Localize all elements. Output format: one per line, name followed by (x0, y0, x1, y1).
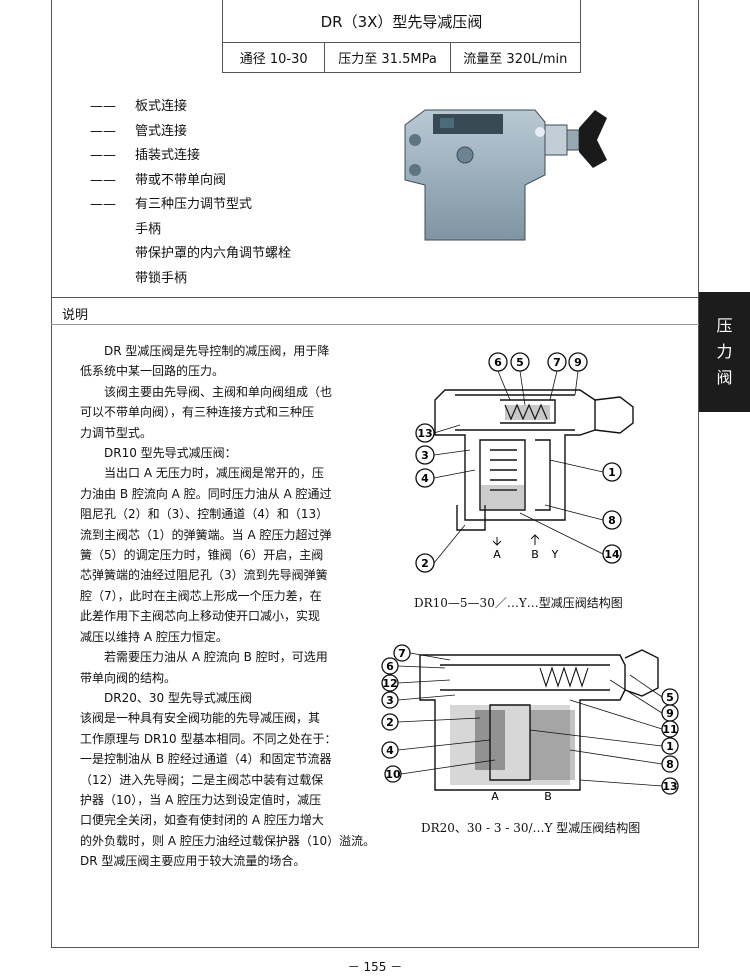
description-text: DR 型减压阀是先导控制的减压阀，用于降 低系统中某一回路的压力。 该阀主要由先… (80, 341, 376, 872)
callout-label: 8 (608, 514, 616, 527)
dr20-section-diagram: 7 6 12 3 2 4 10 5 9 11 1 8 13 A B (381, 644, 679, 803)
callout-label: 9 (666, 707, 674, 720)
callout-label: 8 (666, 758, 674, 771)
text-line: 低系统中某一回路的压力。 (80, 364, 225, 379)
callouts: 6 5 7 9 13 3 4 1 8 2 14 (415, 352, 622, 573)
dr10-section-diagram: 6 5 7 9 13 3 4 1 8 2 14 A B Y (415, 352, 634, 573)
section-label: 说明 (62, 308, 89, 323)
text-line: 减压以维持 A 腔压力恒定。 (80, 629, 228, 644)
callout-label: 2 (421, 557, 429, 570)
callout-label: 1 (666, 740, 674, 753)
port-label: A (493, 548, 501, 561)
spec-flow: 流量至 320L/min (463, 52, 568, 67)
callout-label: 4 (421, 472, 429, 485)
feature-item: ——板式连接 (90, 99, 188, 114)
callout-label: 5 (666, 691, 674, 704)
text-line: 的外负载时，则 A 腔压力油经过载保护器（10）溢流。 (80, 833, 376, 848)
spec-diameter: 通径 10-30 (223, 43, 326, 72)
text-line: 芯弹簧端的油经过阻尼孔（3）流到先导阀弹簧 (80, 568, 328, 583)
text-line: 腔（7），此时在主阀芯上形成一个压力差，在 (80, 588, 322, 603)
callout-label: 3 (386, 694, 394, 707)
spec-pressure: 压力至 31.5MPa (325, 43, 451, 72)
text-line: 力调节型式。 (80, 425, 153, 440)
callouts: 7 6 12 3 2 4 10 5 9 11 1 8 13 (381, 644, 679, 795)
page-number: － 155 － (347, 960, 403, 974)
diagram1-caption: DR10—5—30／…Y…型减压阀结构图 (414, 596, 623, 610)
feature-item: ——插装式连接 (90, 148, 201, 163)
port-label: A (491, 790, 499, 803)
text-line: 当出口 A 无压力时，减压阀是常开的，压 (104, 466, 324, 481)
callout-label: 12 (382, 677, 397, 690)
text-line: 带单向阀的结构。 (80, 670, 177, 685)
text-line: 护器（10），当 A 腔压力达到设定值时，减压 (80, 792, 322, 807)
text-line: 簧（5）的调定压力时，锥阀（6）开启，主阀 (80, 548, 324, 563)
text-line: 此差作用下主阀芯向上移动使开口减小，实现 (80, 609, 321, 624)
text-line: 流到主阀芯（1）的弹簧端。当 A 腔压力超过弹 (80, 527, 332, 542)
text-line: 一是控制油从 B 腔经过通道（4）和固定节流器 (80, 752, 332, 767)
text-line: 可以不带单向阀），有三种连接方式和三种压 (80, 405, 315, 420)
text-line: DR 型减压阀是先导控制的减压阀，用于降 (104, 344, 330, 358)
category-tab: 压 力 阀 (699, 292, 750, 412)
port-label: B (531, 548, 539, 561)
feature-item: ——管式连接 (90, 123, 188, 139)
callout-label: 13 (662, 780, 677, 793)
callout-label: 7 (553, 356, 561, 369)
text-line: 该阀主要由先导阀、主阀和单向阀组成（也 (104, 384, 333, 399)
page-title: DR（3X）型先导减压阀 (222, 0, 581, 43)
text-line: DR 型减压阀主要应用于较大流量的场合。 (80, 854, 306, 869)
feature-item: ——带或不带单向阀 (90, 172, 227, 188)
callout-label: 3 (421, 449, 429, 462)
text-line: 该阀是一种具有安全阀功能的先导减压阀，其 (80, 711, 321, 726)
callout-label: 7 (398, 647, 406, 660)
diagram2-caption: DR20、30 - 3 - 30/…Y 型减压阀结构图 (421, 821, 641, 835)
text-line: 力油由 B 腔流向 A 腔。同时压力油从 A 腔通过 (80, 486, 332, 501)
feature-sub-item: 带保护罩的内六角调节螺栓 (135, 246, 292, 261)
text-line: （12）进入先导阀；二是主阀芯中装有过载保 (80, 772, 324, 787)
text-line: DR20、30 型先导式减压阀 (104, 690, 252, 705)
feature-list: ——板式连接 ——管式连接 ——插装式连接 ——带或不带单向阀 ——有三种压力调… (90, 95, 291, 291)
feature-sub-item: 手柄 (135, 221, 162, 237)
callout-label: 2 (386, 716, 394, 729)
text-line: 若需要压力油从 A 腔流向 B 腔时，可选用 (104, 650, 328, 665)
text-line: 口便完全关闭，如查有使封闭的 A 腔压力增大 (80, 813, 324, 828)
page-frame (51, 0, 699, 948)
section-divider (51, 324, 699, 325)
valve-photo (404, 109, 607, 241)
callout-label: 9 (574, 356, 582, 369)
feature-sub-item: 带锁手柄 (135, 270, 188, 286)
port-label: Y (551, 548, 559, 561)
spec-row: 通径 10-30 压力至 31.5MPa 流量至 320L/min (222, 43, 581, 73)
section-divider (51, 297, 699, 298)
text-line: DR10 型先导式减压阀： (104, 446, 237, 461)
callout-label: 13 (417, 427, 432, 440)
callout-label: 11 (662, 723, 677, 736)
callout-label: 4 (386, 744, 394, 757)
text-line: 阻尼孔（2）和（3）、控制通道（4）和（13） (80, 507, 329, 522)
feature-item: ——有三种压力调节型式 (90, 197, 253, 212)
callout-label: 1 (608, 466, 616, 479)
callout-label: 6 (386, 660, 394, 673)
callout-label: 6 (494, 356, 502, 369)
text-line: 工作原理与 DR10 型基本相同。不同之处在于： (80, 731, 337, 746)
port-label: B (544, 790, 552, 803)
callout-label: 10 (385, 768, 401, 781)
callout-label: 5 (516, 356, 524, 369)
callout-label: 14 (604, 548, 620, 561)
